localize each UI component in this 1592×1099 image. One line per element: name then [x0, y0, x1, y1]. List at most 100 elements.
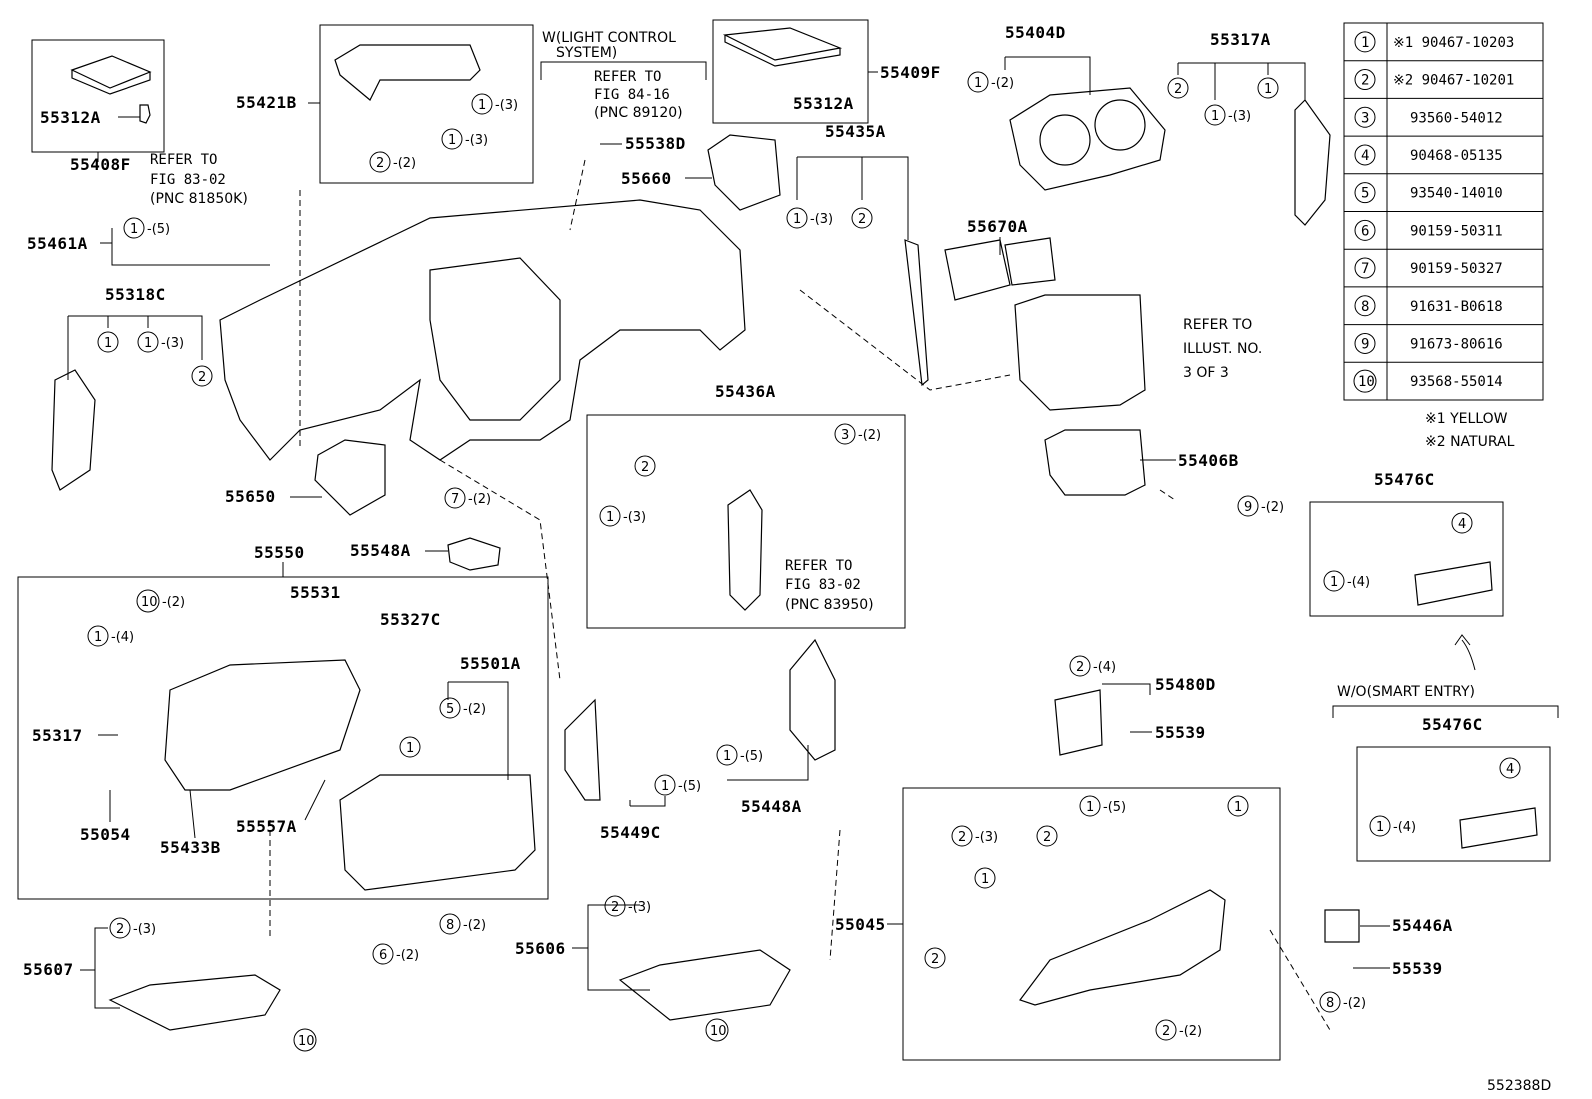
svg-text:1: 1	[1264, 82, 1272, 97]
label-55318c: 55318C	[105, 285, 166, 304]
svg-text:1: 1	[1234, 800, 1242, 815]
svg-text:1: 1	[1086, 800, 1094, 815]
callout-55318c-2: 2	[191, 365, 213, 387]
label-55436a: 55436A	[715, 382, 776, 401]
svg-text:1: 1	[94, 630, 102, 645]
table-row-part-number: 90159-50327	[1410, 261, 1503, 277]
smart-entry-bracket	[1332, 705, 1559, 718]
svg-text:1: 1	[406, 741, 414, 756]
vent-55660-sketch	[707, 134, 781, 211]
part-55548a-sketch	[447, 537, 501, 571]
frame-55408f	[31, 39, 165, 153]
svg-text:10: 10	[141, 595, 158, 610]
svg-text:5: 5	[446, 702, 454, 717]
svg-text:-(2): -(2)	[162, 595, 185, 610]
label-55446a: 55446A	[1392, 916, 1453, 935]
svg-text:-(4): -(4)	[1393, 820, 1416, 835]
gauge-left	[1039, 114, 1091, 166]
label-55461a: 55461A	[27, 234, 88, 253]
table-row-number: 8	[1361, 299, 1369, 315]
svg-text:1: 1	[661, 779, 669, 794]
label-55449c: 55449C	[600, 823, 661, 842]
svg-text:1: 1	[104, 336, 112, 351]
dash-8	[1159, 489, 1176, 501]
note-light-control-1: W(LIGHT CONTROL	[542, 30, 676, 46]
table-row: 2 ※2 90467-10201	[1344, 60, 1543, 91]
note-refer84-2: FIG 84-16	[594, 87, 670, 103]
table-row-circle	[1354, 69, 1376, 91]
label-55045: 55045	[835, 915, 886, 934]
svg-text:-(2): -(2)	[858, 428, 881, 443]
svg-text:-(2): -(2)	[463, 702, 486, 717]
callout-55476c-a-1: 1 -(4)	[1323, 570, 1370, 592]
svg-text:-(2): -(2)	[396, 948, 419, 963]
table-row-part-number: 93540-14010	[1410, 186, 1503, 202]
svg-text:-(5): -(5)	[1103, 800, 1126, 815]
gauge-right	[1094, 99, 1146, 151]
svg-text:1: 1	[981, 872, 989, 887]
switch-55476c-a-sketch	[1414, 561, 1493, 606]
table-row-part-number: ※2 90467-10201	[1393, 73, 1514, 89]
arrow-smart-entry	[1461, 639, 1476, 671]
callout-55045-1b: 1	[1227, 795, 1249, 817]
callout-10-a: 10 -(2)	[136, 589, 185, 613]
note-refer83-1: REFER TO	[150, 152, 217, 168]
callout-55421b-1a: 1-(3)	[471, 93, 518, 115]
svg-text:10: 10	[298, 1034, 315, 1049]
svg-text:1: 1	[130, 222, 138, 237]
note-natural: ※2 NATURAL	[1425, 434, 1515, 450]
label-55476c-b: 55476C	[1422, 715, 1483, 734]
svg-text:10: 10	[710, 1024, 727, 1039]
callout-55045-1c: 1	[974, 867, 996, 889]
svg-text:-(4): -(4)	[1347, 575, 1370, 590]
callout-9: 9-(2)	[1237, 495, 1284, 517]
svg-text:1: 1	[723, 749, 731, 764]
label-55539-b: 55539	[1392, 959, 1443, 978]
leader-55317a	[1177, 62, 1306, 100]
label-55670a: 55670A	[967, 217, 1028, 236]
part-labels: 55312A 55408F 55421B 55312A 55409F 55538…	[23, 23, 1483, 979]
label-55312a-b: 55312A	[793, 94, 854, 113]
frame-55045	[902, 787, 1281, 1061]
table-row-number: 2	[1361, 73, 1369, 89]
label-55317: 55317	[32, 726, 83, 745]
table-row-number: 3	[1361, 110, 1369, 126]
note-light-control-2: SYSTEM)	[556, 45, 617, 61]
frame-55550	[17, 576, 549, 900]
svg-text:-(2): -(2)	[1343, 996, 1366, 1011]
svg-text:4: 4	[1458, 517, 1466, 532]
svg-text:1: 1	[1330, 575, 1338, 590]
label-55650: 55650	[225, 487, 276, 506]
callout-55436a-2: 2	[634, 455, 656, 477]
table-row-part-number: 90468-05135	[1410, 148, 1503, 164]
cluster-55404d-sketch	[1009, 87, 1166, 191]
callout-55435a-1: 1-(3)	[786, 207, 833, 229]
callout-55045-2b: 2	[1036, 825, 1058, 847]
arrow-head	[1454, 634, 1471, 646]
panel-55317a-sketch	[1294, 99, 1331, 226]
callout-55045-2a: 2-(3)	[951, 825, 998, 847]
panel-55449c-sketch	[564, 698, 601, 801]
table-row-number: 9	[1361, 336, 1369, 352]
table-row-circle	[1354, 219, 1376, 241]
svg-text:2: 2	[1174, 82, 1182, 97]
callout-gb-1a: 1-(4)	[87, 625, 134, 647]
label-55404d: 55404D	[1005, 23, 1066, 42]
callout-55404d-1: 1-(2)	[967, 71, 1014, 93]
svg-text:3: 3	[841, 428, 849, 443]
note-refer84-1: REFER TO	[594, 69, 661, 85]
svg-text:-(3): -(3)	[465, 133, 488, 148]
svg-text:-(3): -(3)	[495, 98, 518, 113]
svg-text:-(3): -(3)	[1228, 109, 1251, 124]
panel-55318c-sketch	[51, 369, 96, 491]
callout-8-a: 8-(2)	[439, 913, 486, 935]
callout-55476c-b-1: 1-(4)	[1369, 815, 1416, 837]
svg-text:1: 1	[974, 76, 982, 91]
part-55408f-sketch	[70, 55, 152, 95]
